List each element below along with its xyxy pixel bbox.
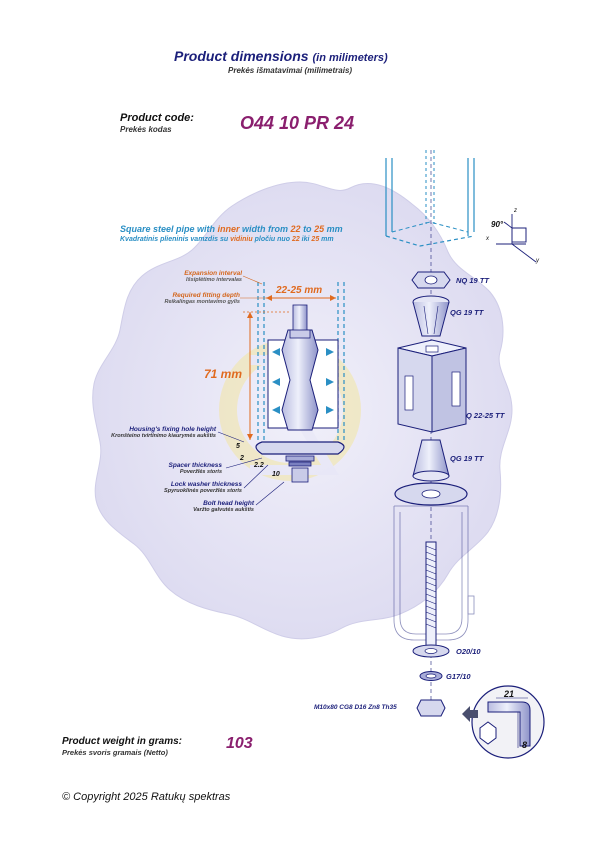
housing-label-lt: Kronšteino tvirtinimo kiaurymės aukštis [111, 433, 216, 439]
depth-label-lt: Reikalingas montavimo gylis [164, 299, 241, 305]
depth-dimension: 71 mm [204, 367, 243, 381]
key-size-label: 21 [504, 689, 515, 699]
part-bolt: M10x80 CG8 D16 Zn8 Th35 [314, 704, 397, 711]
title-main: Product dimensions [174, 48, 309, 64]
housing-label-en: Housing's fixing hole height [129, 426, 216, 433]
washer-value: 2.2 [254, 462, 264, 469]
page-title: Product dimensions (in milimeters) [174, 48, 388, 64]
range-dimension: 22-25 mm [276, 285, 323, 296]
angle-label: 90° [491, 220, 504, 229]
part-cone-bottom: QG 19 TT [450, 454, 484, 463]
part-nut: NQ 19 TT [456, 276, 489, 285]
pipe-note-max: 25 [311, 236, 320, 243]
part-lockwasher: G17/10 [446, 672, 471, 681]
pipe-note-text: Square steel pipe with [120, 224, 218, 234]
pipe-note-lt: Kvadratinis plieninis vamzdis su vidiniu… [120, 236, 334, 243]
pipe-note-unit: mm [319, 236, 334, 243]
part-body: Q 22-25 TT [466, 411, 505, 420]
expansion-label-en: Expansion interval [184, 270, 242, 277]
product-code-label-lt: Prekės kodas [120, 125, 172, 134]
pipe-note-en: Square steel pipe with inner width from … [120, 224, 343, 234]
hole-height-value: 5 [236, 443, 240, 450]
weight-value: 103 [226, 735, 253, 752]
product-code-label: Product code: [120, 112, 194, 124]
title-lt: Prekės išmatavimai (milimetrais) [228, 66, 353, 75]
right-exploded-view [385, 150, 475, 717]
axis-y-label: y [536, 258, 539, 264]
pipe-note-text: width from [239, 224, 291, 234]
axis-z-label: z [514, 208, 517, 214]
spacer-label-en: Spacer thickness [168, 462, 222, 469]
pipe-note-min: 22 [290, 224, 301, 234]
part-washer: O20/10 [456, 647, 481, 656]
bolthead-label: Bolt head height Varžto galvutės aukštis [180, 500, 254, 513]
pipe-note-text: pločiu nuo [252, 236, 292, 243]
housing-label: Housing's fixing hole height Kronšteino … [96, 426, 216, 439]
pipe-note-max: 25 [314, 224, 325, 234]
part-cone-top: QG 19 TT [450, 308, 484, 317]
copyright: © Copyright 2025 Ratukų spektras [62, 791, 231, 803]
bolthead-label-en: Bolt head height [203, 500, 254, 507]
spacer-label: Spacer thickness Poveržlės storis [150, 462, 222, 475]
left-assembly [217, 275, 345, 506]
depth-label-en: Required fitting depth [172, 292, 240, 299]
bolt [425, 541, 437, 651]
pipe-note-text: iki [299, 236, 312, 243]
spacer-label-lt: Poveržlės storis [179, 469, 222, 475]
bolt-head-value: 10 [272, 471, 280, 478]
product-code-value: O44 10 PR 24 [240, 113, 355, 133]
bolthead-label-lt: Varžto galvutės aukštis [193, 507, 254, 513]
lockwasher-label-en: Lock washer thickness [170, 481, 242, 488]
pipe-note-min: 22 [291, 236, 300, 243]
spacer-value: 2 [240, 455, 244, 462]
pipe-note-inner: vidiniu [230, 236, 253, 243]
depth-label: Required fitting depth Reikalingas monta… [132, 292, 241, 305]
lockwasher-label-lt: Spyruoklinės poveržlės storis [164, 488, 242, 494]
lockwasher-label: Lock washer thickness Spyruoklinės pover… [150, 481, 242, 494]
axis-x-label: x [486, 236, 489, 242]
weight-label: Product weight in grams: [62, 736, 183, 747]
pipe-note-inner: inner [217, 224, 240, 234]
expansion-label: Expansion interval Išsiplėtimo intervala… [170, 270, 242, 283]
key-depth-label: 8 [522, 740, 528, 750]
pipe-note-unit: mm [324, 224, 343, 234]
expansion-label-lt: Išsiplėtimo intervalas [186, 277, 242, 283]
pipe-note-text: to [300, 224, 315, 234]
axes-icon [496, 214, 537, 263]
pipe-note-text: Kvadratinis plieninis vamzdis su [120, 236, 231, 243]
title-sub: (in milimeters) [312, 52, 388, 64]
pipe-cutaway [385, 150, 475, 247]
hex-key-icon [462, 685, 545, 759]
weight-label-lt: Prekės svoris gramais (Netto) [62, 748, 168, 757]
